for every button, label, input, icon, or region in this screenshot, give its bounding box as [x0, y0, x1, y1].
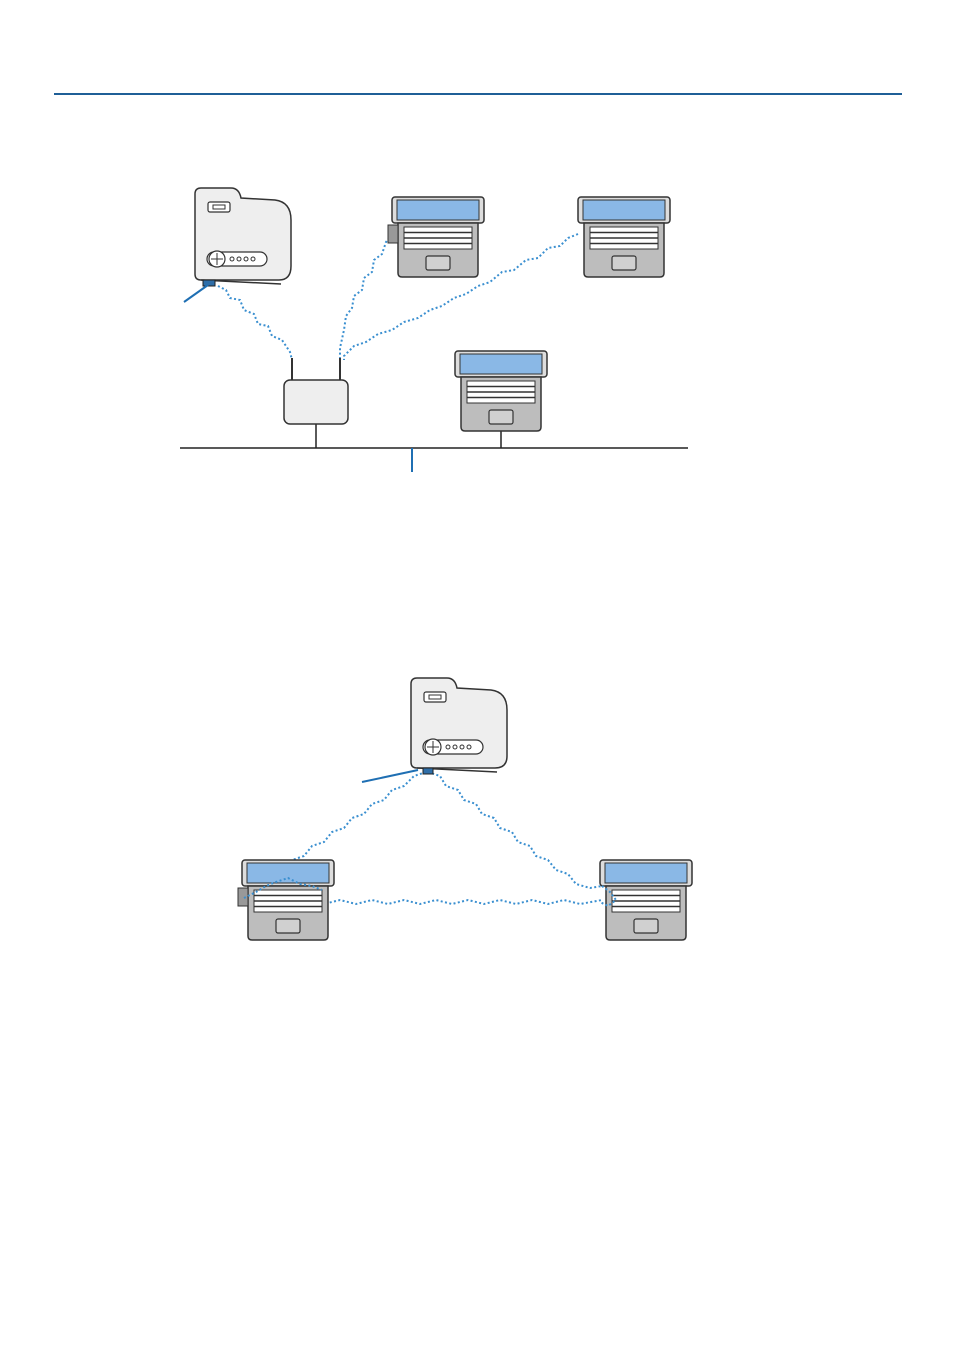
header-rule [54, 93, 902, 95]
projector-icon [411, 678, 507, 774]
infrastructure-network-diagram [0, 180, 954, 480]
wireless-link [428, 772, 602, 888]
lan-unit-callout-line [184, 285, 208, 302]
laptop-icon [578, 197, 670, 277]
projector-icon [195, 188, 291, 286]
laptop-icon [388, 197, 484, 277]
laptop-icon [600, 860, 692, 940]
wireless-router-icon [284, 358, 348, 424]
laptop-icon [455, 351, 547, 431]
adhoc-network-diagram [0, 672, 954, 952]
wireless-link [218, 286, 292, 360]
laptop-icon [238, 860, 334, 940]
